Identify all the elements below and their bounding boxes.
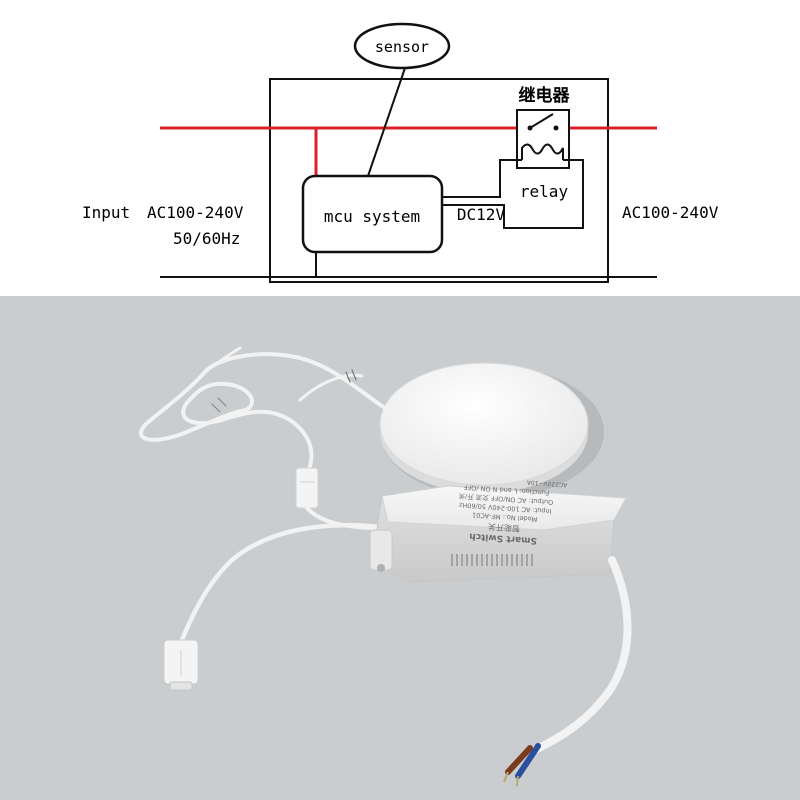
- control-wires: [442, 159, 584, 229]
- mcu-label: mcu system: [324, 207, 420, 226]
- dc12v-label: DC12V: [457, 205, 506, 224]
- sensor-link: [367, 67, 406, 177]
- device-label-line7: AC220V~10A: [526, 478, 568, 488]
- input-voltage-label: AC100-240V: [147, 203, 244, 222]
- product-photo: Smart Switch 智能开关 Model No.: MF-AC01 Inp…: [0, 296, 800, 800]
- white-plug: [163, 639, 199, 691]
- relay-label: relay: [520, 182, 569, 201]
- relay-switch: [527, 113, 559, 131]
- vent-slots: [451, 554, 533, 566]
- plug-cable: [179, 522, 391, 643]
- neutral-wire: [160, 252, 657, 278]
- relay-cn-label: 继电器: [519, 85, 571, 106]
- inline-connector: [295, 467, 319, 509]
- live-wire: [160, 126, 657, 176]
- power-cable: [531, 556, 632, 754]
- sensor-label: sensor: [375, 38, 429, 56]
- relay-box: [516, 109, 570, 169]
- device-label-line1: Smart Switch: [469, 531, 537, 546]
- relay-coil: [521, 143, 564, 160]
- mcu-box: [301, 174, 444, 254]
- device-enclosure: [269, 78, 609, 283]
- device-label-line2: 智能开关: [488, 522, 521, 534]
- output-voltage-label: AC100-240V: [622, 203, 719, 222]
- input-label: Input: [82, 203, 130, 222]
- circuit-diagram: sensor 继电器 mcu system DC12V relay Input …: [0, 0, 800, 296]
- disc-sensor: [379, 362, 589, 493]
- sensor-ellipse: [353, 22, 451, 70]
- wire-ends: [503, 743, 541, 787]
- input-frequency-label: 50/60Hz: [173, 229, 240, 248]
- sensor-cable: [139, 346, 387, 474]
